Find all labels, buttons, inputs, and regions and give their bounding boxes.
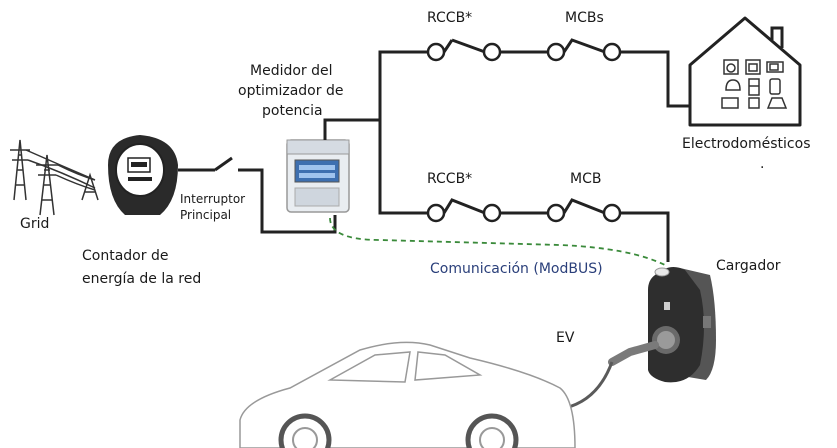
power-meter-label-line3: potencia	[262, 103, 323, 119]
main-switch-label-line2: Principal	[180, 208, 231, 222]
communication-line	[329, 217, 666, 266]
grid-meter-label-line1: Contador de	[82, 248, 168, 264]
microwave-icon	[766, 61, 784, 73]
charger-label: Cargador	[716, 258, 781, 274]
power-meter-label-line1: Medidor del	[250, 63, 333, 79]
main-switch-label-line1: Interruptor	[180, 192, 245, 206]
power-tower-icon	[10, 139, 99, 216]
appliances-dot: .	[760, 156, 764, 172]
rccb-top-label: RCCB*	[427, 10, 472, 26]
din-meter-icon	[286, 139, 350, 213]
car-icon	[239, 341, 576, 448]
power-meter-label-line2: optimizador de	[238, 83, 343, 99]
communication-label: Comunicación (ModBUS)	[430, 261, 603, 277]
appliances-label: Electrodomésticos	[682, 136, 810, 152]
ev-label: EV	[556, 330, 575, 346]
house-icon	[688, 16, 802, 127]
stove-icon	[745, 59, 761, 75]
rccb-bottom-label: RCCB*	[427, 171, 472, 187]
kettle-icon	[725, 79, 741, 91]
washing-machine-icon	[723, 59, 739, 75]
grid-meter-label-line2: energía de la red	[82, 271, 201, 287]
energy-meter-icon	[108, 135, 178, 215]
grid-label: Grid	[20, 216, 49, 232]
fridge-icon	[748, 78, 760, 96]
switch-icon	[214, 156, 337, 234]
mcb-bottom-label: MCB	[570, 171, 601, 187]
mcbs-top-label: MCBs	[565, 10, 604, 26]
charger-icon	[648, 266, 716, 383]
